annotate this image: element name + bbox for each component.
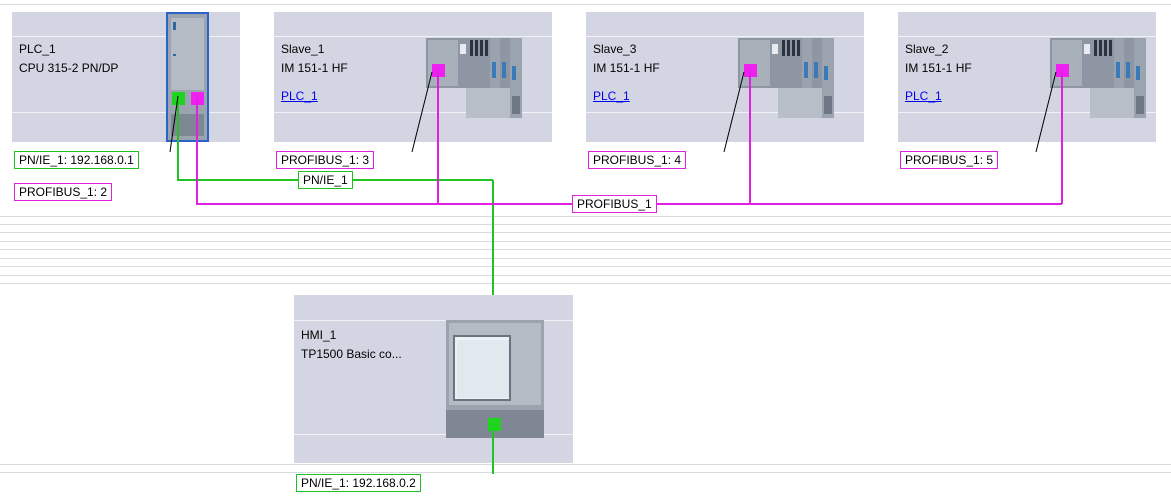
device-type: IM 151-1 HF [593,61,660,75]
io-module-icon [738,38,834,118]
io-module-icon [426,38,522,118]
plc-pn-address-label[interactable]: PN/IE_1: 192.168.0.1 [14,151,139,169]
device-name: PLC_1 [19,42,56,56]
slave-2-profibus-address-label[interactable]: PROFIBUS_1: 5 [900,151,999,169]
address-leader-lines [169,71,1057,153]
device-name: Slave_2 [905,42,949,56]
selection-frame [166,12,209,142]
profinet-network-line[interactable] [177,98,494,474]
hmi-pn-address-label[interactable]: PN/IE_1: 192.168.0.2 [296,474,421,492]
io-module-icon [1050,38,1146,118]
pn-port-icon[interactable] [488,418,501,431]
profibus-network-label[interactable]: PROFIBUS_1 [572,195,657,213]
profinet-network-label[interactable]: PN/IE_1 [298,171,353,189]
plc-profibus-address-label[interactable]: PROFIBUS_1: 2 [14,183,113,201]
device-type: CPU 315-2 PN/DP [19,61,119,75]
device-type: IM 151-1 HF [281,61,348,75]
profibus-network-line[interactable] [196,70,1063,205]
device-type: IM 151-1 HF [905,61,972,75]
device-name: Slave_1 [281,42,325,56]
master-link[interactable]: PLC_1 [905,89,942,103]
device-type: TP1500 Basic co... [301,347,402,361]
slave-1-profibus-address-label[interactable]: PROFIBUS_1: 3 [276,151,375,169]
master-link[interactable]: PLC_1 [593,89,630,103]
slave-3-profibus-address-label[interactable]: PROFIBUS_1: 4 [588,151,687,169]
device-name: HMI_1 [301,328,337,342]
master-link[interactable]: PLC_1 [281,89,318,103]
device-name: Slave_3 [593,42,637,56]
